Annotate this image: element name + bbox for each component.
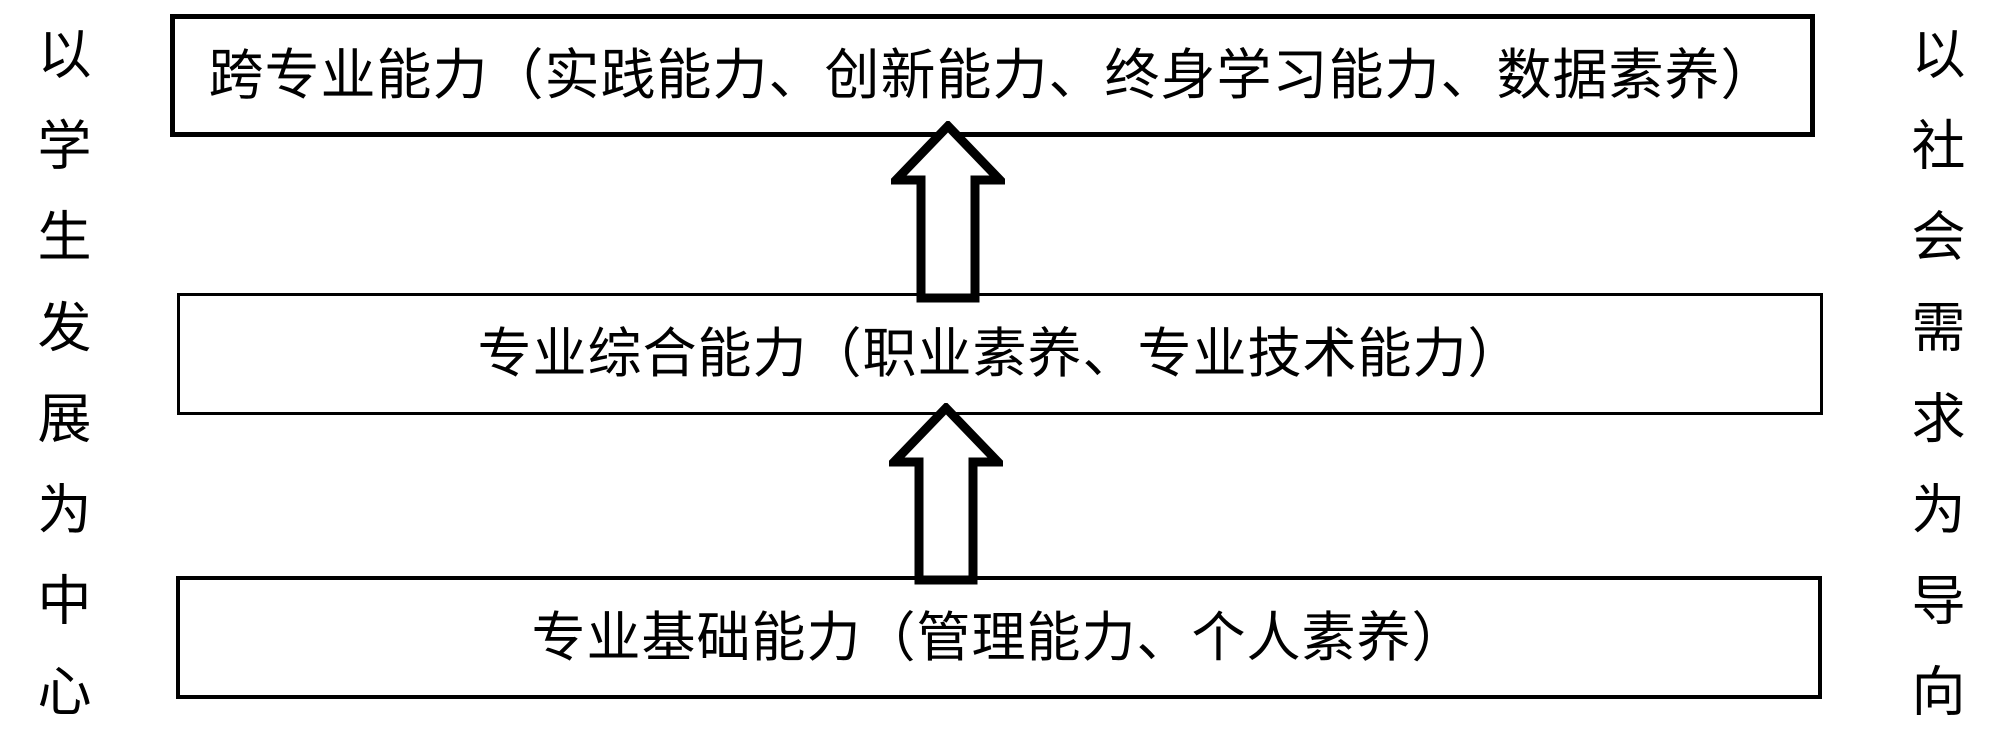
up-arrow-icon [889, 403, 1003, 585]
level-box-comprehensive: 专业综合能力（职业素养、专业技术能力） [177, 293, 1823, 415]
level-box-foundation: 专业基础能力（管理能力、个人素养） [176, 576, 1822, 699]
left-vertical-label: 以学生发展为中心 [29, 26, 89, 744]
right-vertical-label: 以社会需求为导向 [1903, 26, 1963, 744]
up-arrow-icon [891, 121, 1005, 303]
level-box-cross-professional: 跨专业能力（实践能力、创新能力、终身学习能力、数据素养） [170, 14, 1815, 137]
